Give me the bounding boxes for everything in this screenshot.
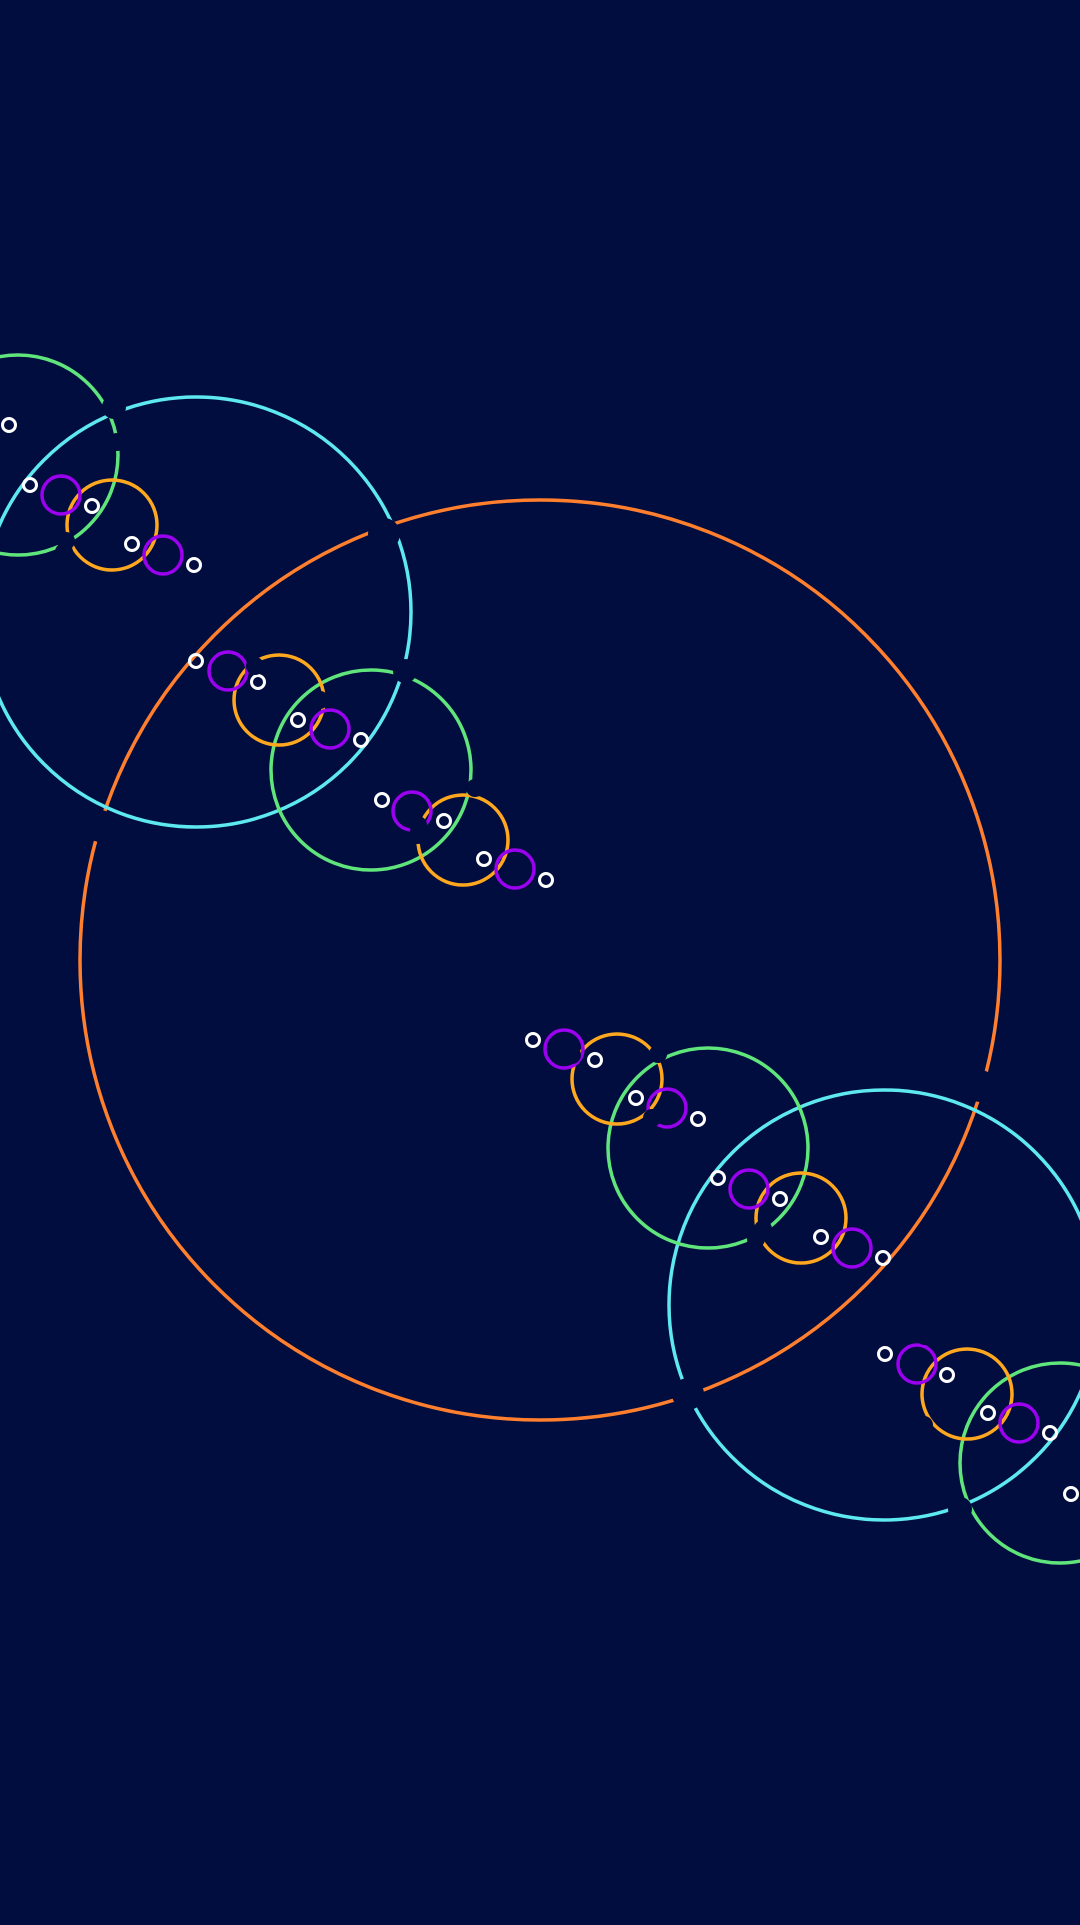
ring-break-16 — [295, 598, 313, 616]
violet-ring-4 — [309, 708, 351, 750]
ring-break-18 — [466, 779, 484, 797]
violet-ring-9 — [728, 1168, 770, 1210]
cyan-ring-upper-left — [0, 395, 413, 829]
ring-break-5 — [102, 395, 126, 419]
green-ring-mid-upper — [269, 668, 473, 872]
violet-ring-2 — [142, 534, 184, 576]
amber-ring-4 — [570, 1032, 664, 1126]
white-ring-20 — [813, 1229, 829, 1245]
white-ring-2 — [22, 477, 38, 493]
violet-ring-3 — [207, 650, 249, 692]
cyan-ring-lower-right — [667, 1088, 1080, 1522]
white-ring-9 — [353, 732, 369, 748]
white-ring-12 — [476, 851, 492, 867]
ring-break-4 — [964, 1070, 996, 1102]
ring-break-13 — [55, 543, 73, 561]
green-ring-top-left — [0, 353, 120, 557]
white-ring-15 — [587, 1052, 603, 1068]
ring-break-20 — [643, 1109, 661, 1127]
violet-ring-6 — [494, 848, 536, 890]
white-ring-3 — [84, 498, 100, 514]
violet-ring-1 — [40, 474, 82, 516]
ring-break-10 — [994, 1231, 1018, 1255]
ring-break-28 — [915, 1416, 933, 1434]
ring-break-21 — [563, 1046, 581, 1064]
white-ring-6 — [188, 653, 204, 669]
white-ring-13 — [538, 872, 554, 888]
white-ring-1 — [1, 417, 17, 433]
ring-break-15 — [311, 691, 329, 709]
amber-ring-5 — [754, 1171, 848, 1265]
ring-break-2 — [84, 810, 116, 842]
ring-break-26 — [916, 1327, 934, 1345]
white-ring-10 — [374, 792, 390, 808]
ring-break-8 — [663, 1022, 687, 1046]
violet-ring-12 — [998, 1402, 1040, 1444]
white-ring-16 — [628, 1090, 644, 1106]
ring-break-6 — [393, 659, 417, 683]
green-ring-mid-lower — [606, 1046, 810, 1250]
white-ring-21 — [875, 1250, 891, 1266]
ring-break-3 — [672, 1378, 704, 1410]
ring-break-7 — [268, 835, 292, 859]
white-ring-25 — [1042, 1425, 1058, 1441]
violet-ring-7 — [543, 1028, 585, 1070]
green-ring-bottom-right — [958, 1361, 1080, 1565]
white-ring-7 — [250, 674, 266, 690]
violet-ring-10 — [831, 1227, 873, 1269]
white-ring-24 — [980, 1405, 996, 1421]
white-ring-18 — [710, 1170, 726, 1186]
ring-break-25 — [754, 1220, 772, 1238]
white-ring-4 — [124, 536, 140, 552]
white-ring-26 — [1063, 1486, 1079, 1502]
ring-break-22 — [649, 1045, 667, 1063]
white-ring-22 — [877, 1346, 893, 1362]
white-ring-14 — [525, 1032, 541, 1048]
violet-ring-11 — [896, 1343, 938, 1385]
ring-break-12 — [108, 433, 126, 451]
amber-ring-1 — [65, 478, 159, 572]
white-ring-17 — [690, 1111, 706, 1127]
ring-break-24 — [803, 1280, 821, 1298]
ring-break-1 — [368, 518, 400, 550]
violet-ring-8 — [646, 1087, 688, 1129]
white-ring-11 — [436, 813, 452, 829]
white-ring-19 — [772, 1191, 788, 1207]
ring-break-9 — [948, 1497, 972, 1521]
white-ring-5 — [186, 557, 202, 573]
amber-ring-6 — [920, 1347, 1014, 1441]
white-ring-8 — [290, 712, 306, 728]
white-ring-23 — [939, 1367, 955, 1383]
ring-break-27 — [1003, 1351, 1021, 1369]
big-orange-ring — [78, 498, 1002, 1422]
ring-break-14 — [246, 657, 264, 675]
ring-break-19 — [409, 816, 427, 834]
